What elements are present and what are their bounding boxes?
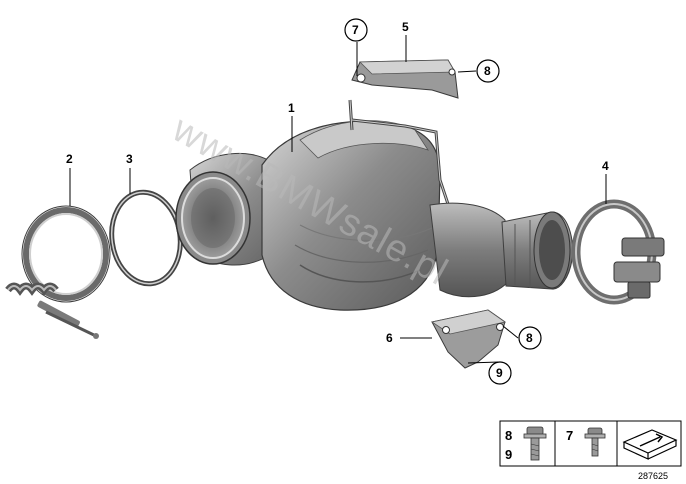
callout-7-circle: 7 [344, 18, 368, 42]
clamp-part-2 [5, 205, 111, 339]
callout-1: 1 [288, 101, 295, 115]
svg-text:8: 8 [526, 331, 533, 345]
callout-9-circle: 9 [488, 361, 512, 385]
gasket-part-3 [109, 189, 183, 287]
callout-6: 6 [386, 331, 393, 345]
callout-3: 3 [126, 152, 133, 166]
bolt-icon [523, 426, 547, 461]
bracket-part-5 [351, 59, 459, 99]
document-id: 287625 [638, 471, 668, 481]
svg-text:7: 7 [352, 23, 359, 37]
callout-2: 2 [66, 152, 73, 166]
legend-number-8: 8 [505, 428, 512, 443]
catalytic-converter-part-1 [175, 99, 574, 311]
clamp-part-4 [571, 199, 665, 305]
sheet-metal-icon [622, 429, 678, 460]
callout-8-top-circle: 8 [476, 59, 500, 83]
svg-text:9: 9 [496, 366, 503, 380]
clamp-spring [5, 282, 99, 339]
callout-8-bottom-circle: 8 [518, 326, 542, 350]
callout-5: 5 [402, 20, 409, 34]
leader-lines [69, 35, 607, 364]
legend-number-7: 7 [566, 428, 573, 443]
hardware-legend: 8 9 7 [499, 420, 682, 467]
screw-icon [584, 427, 606, 457]
svg-text:8: 8 [484, 64, 491, 78]
bracket-part-6 [430, 309, 506, 369]
callout-4: 4 [602, 159, 609, 173]
legend-number-9: 9 [505, 447, 512, 462]
